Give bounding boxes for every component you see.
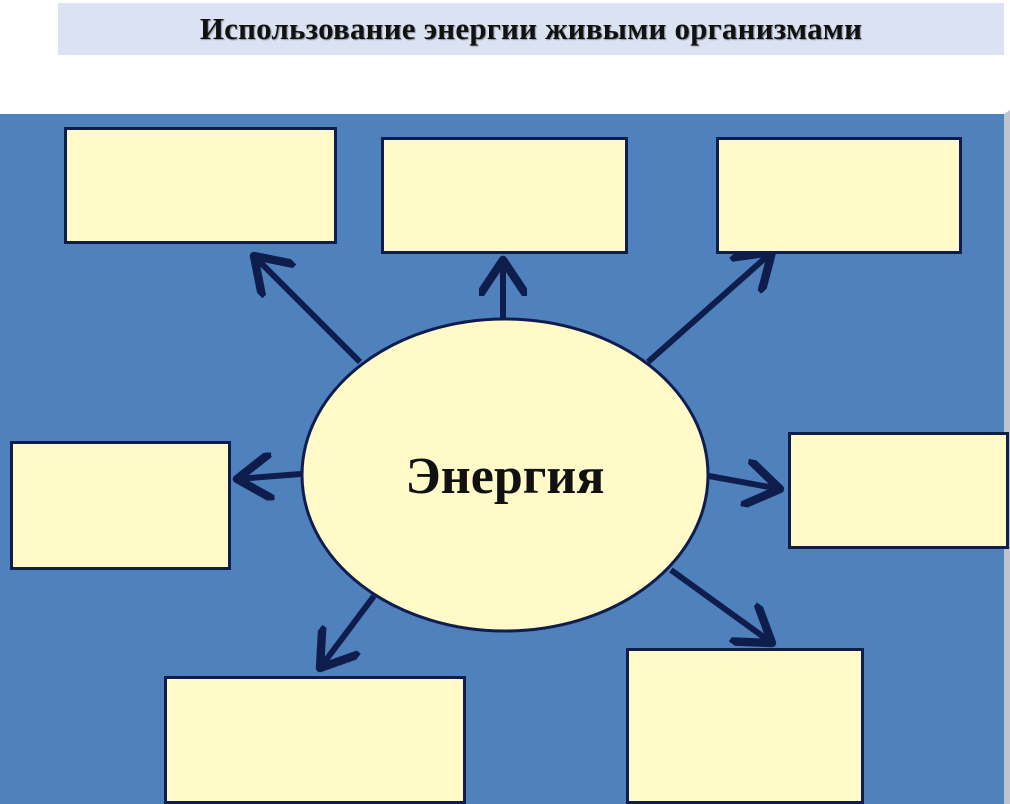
box-top-left [64,127,337,244]
arrow-bottom-right [669,567,772,643]
box-bottom-left [164,676,466,804]
arrow-top-left [254,256,363,365]
diagram-title: Использование энергии живыми организмами [199,11,863,46]
box-top-right [716,137,962,254]
arrow-middle-right [708,476,780,489]
box-bottom-right [626,648,864,804]
title-banner: Использование энергии живыми организмами [58,3,1004,55]
arrow-top-right [646,252,772,365]
center-ellipse [300,317,710,633]
arrow-middle-left [237,474,302,479]
box-middle-left [10,441,231,570]
arrow-bottom-left [320,594,377,668]
box-top-center [381,137,628,254]
box-middle-right [788,432,1009,549]
